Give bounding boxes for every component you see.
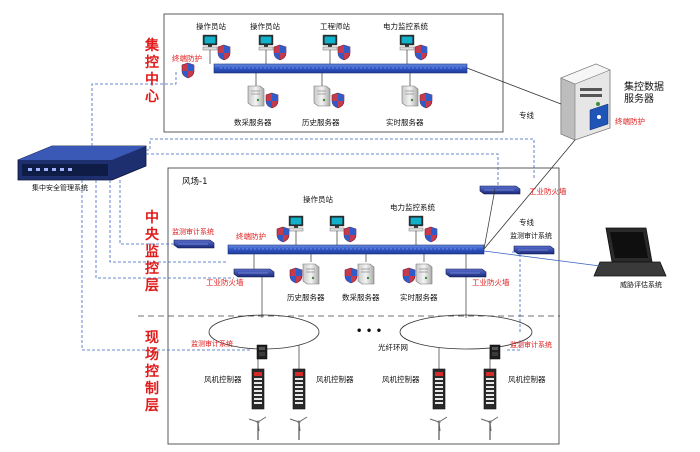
mid-server-1 — [289, 254, 320, 285]
mid-audit-right-label: 监测审计系统 — [510, 232, 552, 240]
mid-dedicated-label: 专线 — [519, 218, 534, 227]
mid-workstation-1 — [276, 215, 304, 245]
field-audit-right — [489, 344, 501, 360]
management-links — [81, 72, 535, 351]
ctrl4-label: 风机控制器 — [508, 375, 546, 384]
top-dedicated-label: 专线 — [519, 111, 534, 120]
controller-4 — [480, 368, 499, 441]
mid-server-2 — [344, 254, 375, 285]
top-workstation-1 — [202, 34, 231, 64]
mid-switch — [227, 244, 485, 255]
mid-server-3 — [402, 254, 433, 285]
controller-3 — [429, 368, 448, 441]
field-audit-left — [256, 344, 268, 360]
risk-label: 威胁评估系统 — [620, 281, 662, 289]
main-server-label: 集控数据服务器 — [624, 82, 664, 105]
mid-workstation-3 — [408, 215, 438, 245]
mid-audit-right — [513, 245, 555, 255]
mid-srv2-label: 数采服务器 — [342, 293, 380, 302]
top-server-2 — [313, 73, 345, 109]
mgmt-label: 集中安全管理系统 — [32, 184, 88, 192]
fw-left-label: 工业防火墙 — [206, 278, 244, 287]
security-mgmt-appliance — [17, 145, 147, 181]
fw-top-label: 工业防火墙 — [529, 187, 567, 196]
ctrl3-label: 风机控制器 — [382, 375, 420, 384]
dedicated-line-top — [466, 67, 562, 105]
mid-audit-left-label: 监测审计系统 — [172, 228, 214, 236]
field-audit-left-label: 监测审计系统 — [191, 340, 233, 348]
top-ws2-label: 操作员站 — [250, 22, 280, 31]
main-data-server — [560, 63, 611, 141]
firewall-right — [445, 268, 487, 278]
mid-srv1-label: 历史服务器 — [287, 293, 325, 302]
risk-laptop — [593, 227, 667, 277]
ring-dots: • • • — [356, 326, 383, 337]
top-ws4-label: 电力监控系统 — [383, 22, 428, 31]
top-srv1-label: 数采服务器 — [234, 118, 272, 127]
top-workstation-4 — [399, 34, 428, 64]
zone-label-central: 中央监控层 — [145, 210, 159, 294]
fw-right-label: 工业防火墙 — [472, 278, 510, 287]
top-server-3 — [401, 73, 433, 109]
top-workstation-3 — [322, 34, 351, 64]
top-srv2-label: 历史服务器 — [302, 118, 340, 127]
ctrl1-label: 风机控制器 — [204, 375, 242, 384]
controller-1 — [248, 368, 267, 441]
mid-srv3-label: 实时服务器 — [400, 293, 438, 302]
top-ws1-label: 操作员站 — [196, 22, 226, 31]
field-audit-right-label: 监测审计系统 — [510, 341, 552, 349]
zone-label-center: 集控中心 — [145, 38, 159, 105]
mid-ws1-label: 操作员站 — [303, 195, 333, 204]
main-endpoint-label: 终端防护 — [615, 117, 645, 126]
site-zone-box — [167, 167, 560, 445]
zone-label-field: 现场控制层 — [145, 330, 159, 414]
fiber-ring-right — [399, 314, 533, 350]
controller-2 — [289, 368, 308, 441]
top-switch — [213, 63, 468, 74]
top-endpoint-label: 终端防护 — [172, 54, 202, 63]
top-ws3-label: 工程师站 — [320, 22, 350, 31]
top-srv3-label: 实时服务器 — [386, 118, 424, 127]
ctrl2-label: 风机控制器 — [316, 375, 354, 384]
center-zone-box — [163, 13, 504, 133]
mid-endpoint-label: 终端防护 — [236, 232, 266, 241]
firewall-top — [479, 185, 521, 195]
top-workstation-2 — [258, 34, 287, 64]
top-endpoint-shield — [181, 62, 195, 79]
mid-workstation-2 — [329, 215, 357, 245]
mid-audit-left — [173, 239, 215, 249]
farm-label: 风场-1 — [182, 177, 208, 187]
dedicated-line-mid — [483, 139, 576, 250]
ring-label: 光纤环网 — [378, 343, 408, 352]
firewall-left — [233, 268, 275, 278]
top-server-1 — [247, 73, 279, 109]
mid-ws2-label: 电力监控系统 — [390, 203, 435, 212]
